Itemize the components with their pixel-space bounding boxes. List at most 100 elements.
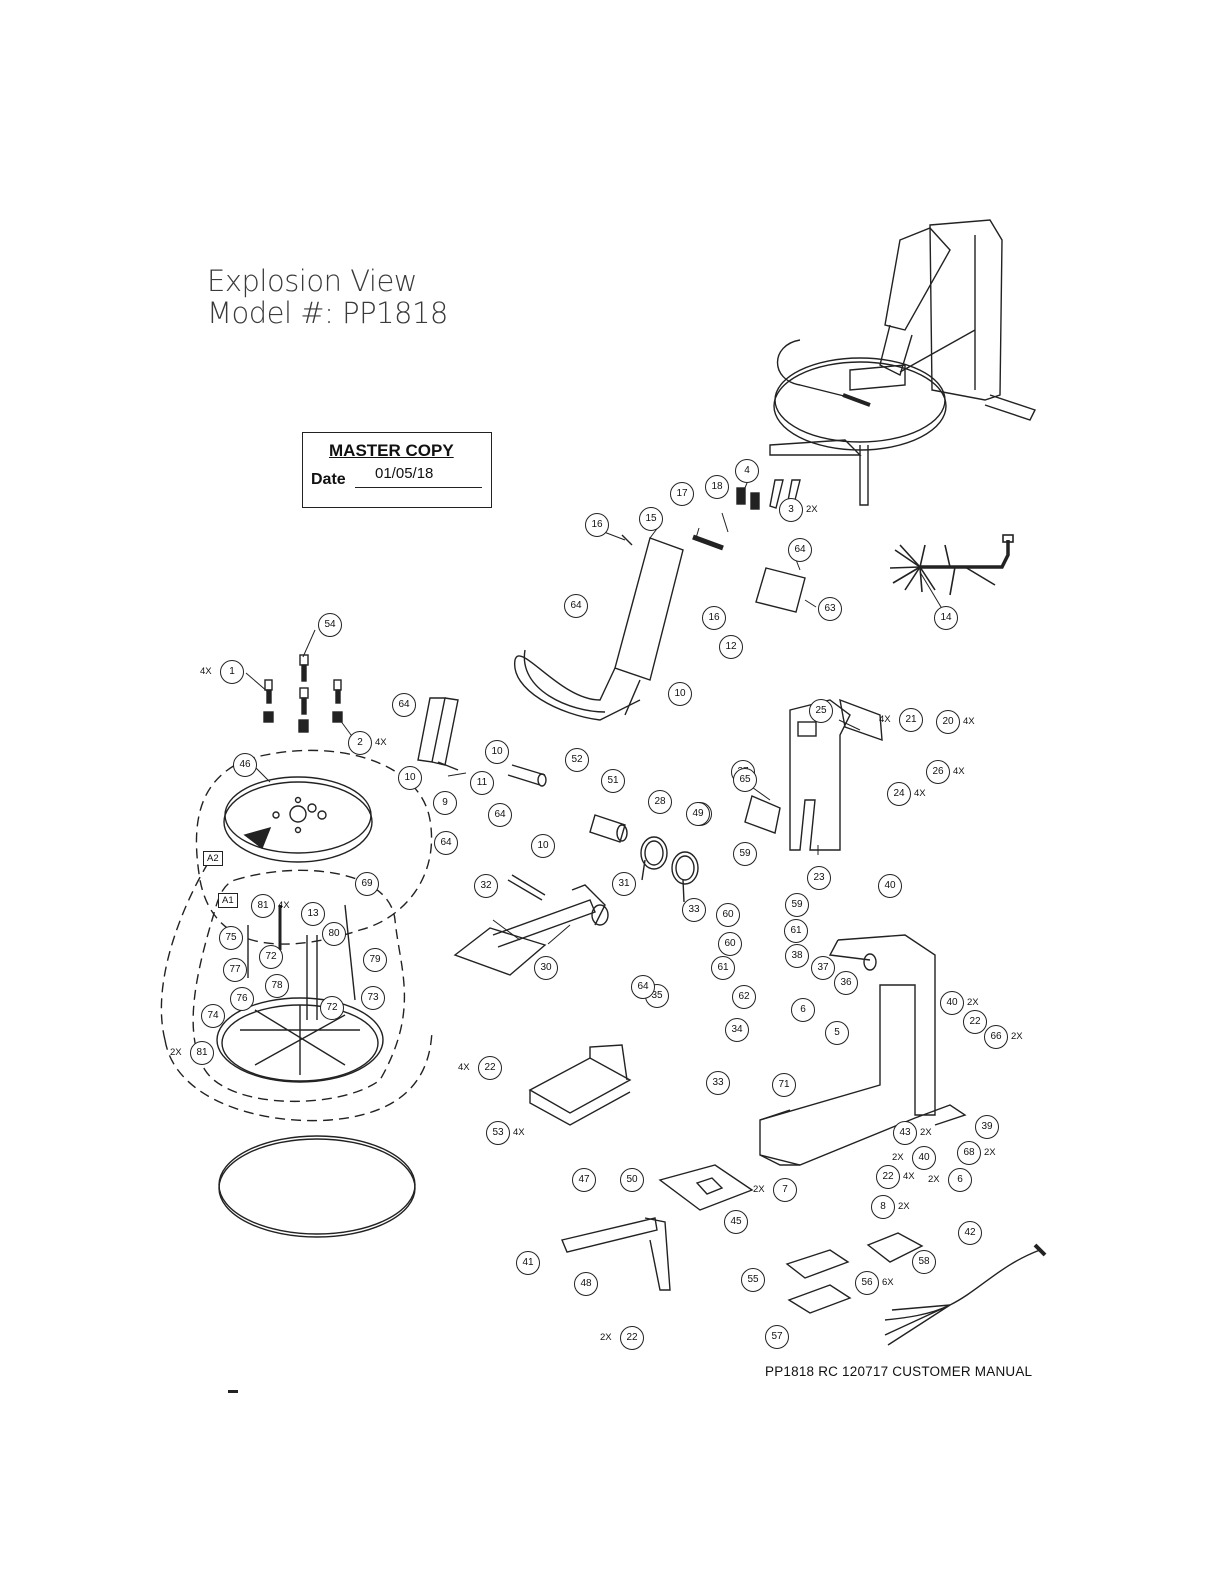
frame-39 xyxy=(759,934,967,1166)
callout-part-24: 24 xyxy=(887,782,911,806)
callout-part-22: 22 xyxy=(876,1165,900,1189)
callout-part-6: 6 xyxy=(948,1168,972,1192)
callout-part-64: 64 xyxy=(564,594,588,618)
callout-part-9: 9 xyxy=(433,791,457,815)
control-box-23 xyxy=(744,698,883,851)
callout-part-5: 5 xyxy=(825,1021,849,1045)
callout-quantity: 4X xyxy=(458,1062,470,1073)
callout-quantity: 2X xyxy=(920,1127,932,1138)
callout-part-57: 57 xyxy=(765,1325,789,1349)
callout-part-30: 30 xyxy=(534,956,558,980)
leader-lines xyxy=(245,482,945,945)
plate-49 xyxy=(658,1164,754,1211)
callout-quantity: 2X xyxy=(892,1152,904,1163)
callout-quantity: 2X xyxy=(967,997,979,1008)
callout-quantity: 2X xyxy=(753,1184,765,1195)
callout-part-22: 22 xyxy=(963,1010,987,1034)
title-line-explosion-view: Explosion View xyxy=(207,264,418,298)
callout-part-56: 56 xyxy=(855,1271,879,1295)
callout-part-22: 22 xyxy=(620,1326,644,1350)
callout-part-3: 3 xyxy=(779,498,803,522)
callout-part-18: 18 xyxy=(705,475,729,499)
callout-part-64: 64 xyxy=(788,538,812,562)
callout-part-1: 1 xyxy=(220,660,244,684)
callout-part-75: 75 xyxy=(219,926,243,950)
callout-part-59: 59 xyxy=(733,842,757,866)
callout-part-41: 41 xyxy=(516,1251,540,1275)
callout-part-2: 2 xyxy=(348,731,372,755)
rollers-springs-pins xyxy=(437,761,699,903)
callout-part-73: 73 xyxy=(361,986,385,1010)
stamp-date-underline xyxy=(355,487,482,488)
callout-part-64: 64 xyxy=(631,975,655,999)
bottom-disk xyxy=(218,1135,416,1235)
callout-quantity: 4X xyxy=(963,716,975,727)
callout-part-46: 46 xyxy=(233,753,257,777)
callout-part-33: 33 xyxy=(682,898,706,922)
callout-quantity: 2X xyxy=(898,1201,910,1212)
pins-and-pads xyxy=(621,479,801,551)
callout-part-21: 21 xyxy=(899,708,923,732)
callout-part-49: 49 xyxy=(686,802,710,826)
handle-assembly xyxy=(514,537,684,721)
callout-part-10: 10 xyxy=(398,766,422,790)
callout-part-68: 68 xyxy=(957,1141,981,1165)
callout-quantity: 4X xyxy=(903,1171,915,1182)
scan-mark xyxy=(228,1390,238,1393)
callout-part-58: 58 xyxy=(912,1250,936,1274)
callout-part-53: 53 xyxy=(486,1121,510,1145)
callout-quantity: 4X xyxy=(513,1127,525,1138)
callout-part-45: 45 xyxy=(724,1210,748,1234)
leg-46 xyxy=(561,1217,671,1291)
tray-52 xyxy=(528,1044,632,1126)
assembly-box-a1: A1 xyxy=(218,893,238,908)
callout-part-50: 50 xyxy=(620,1168,644,1192)
callout-quantity: 4X xyxy=(278,900,290,911)
callout-part-81: 81 xyxy=(190,1041,214,1065)
callout-part-8: 8 xyxy=(871,1195,895,1219)
stamp-heading: MASTER COPY xyxy=(329,441,454,460)
stamp-date-value: 01/05/18 xyxy=(375,465,434,482)
callout-part-61: 61 xyxy=(711,956,735,980)
callout-part-47: 47 xyxy=(572,1168,596,1192)
callout-quantity: 4X xyxy=(375,737,387,748)
wire-harness xyxy=(889,534,1014,596)
callout-part-54: 54 xyxy=(318,613,342,637)
callout-part-48: 48 xyxy=(574,1272,598,1296)
callout-part-76: 76 xyxy=(230,987,254,1011)
callout-part-77: 77 xyxy=(223,958,247,982)
callout-part-40: 40 xyxy=(878,874,902,898)
footer-document-id: PP1818 RC 120717 CUSTOMER MANUAL xyxy=(765,1364,1033,1379)
callout-quantity: 4X xyxy=(953,766,965,777)
plate-62 xyxy=(755,567,806,613)
platen-assembly-a2-a1 xyxy=(160,749,433,1122)
callout-part-71: 71 xyxy=(772,1073,796,1097)
callout-part-64: 64 xyxy=(392,693,416,717)
title-line-model-number: Model #: PP1818 xyxy=(207,296,448,330)
callout-part-10: 10 xyxy=(668,682,692,706)
callout-part-17: 17 xyxy=(670,482,694,506)
callout-quantity: 2X xyxy=(928,1174,940,1185)
assembly-box-a2: A2 xyxy=(203,851,223,866)
callout-part-31: 31 xyxy=(612,872,636,896)
plates-54-55-57 xyxy=(785,1232,924,1314)
power-cord-41 xyxy=(884,1243,1047,1346)
callout-part-16: 16 xyxy=(702,606,726,630)
callout-part-66: 66 xyxy=(984,1025,1008,1049)
callout-part-43: 43 xyxy=(893,1121,917,1145)
callout-quantity: 2X xyxy=(1011,1031,1023,1042)
callout-part-23: 23 xyxy=(807,866,831,890)
master-copy-stamp: MASTER COPY Date 01/05/18 xyxy=(302,432,492,508)
callout-part-52: 52 xyxy=(565,748,589,772)
callout-part-37: 37 xyxy=(811,956,835,980)
callout-part-33: 33 xyxy=(706,1071,730,1095)
callout-part-81: 81 xyxy=(251,894,275,918)
callout-quantity: 4X xyxy=(879,714,891,725)
callout-part-14: 14 xyxy=(934,606,958,630)
callout-part-25: 25 xyxy=(809,699,833,723)
callout-part-51: 51 xyxy=(601,769,625,793)
callout-part-34: 34 xyxy=(725,1018,749,1042)
callout-quantity: 2X xyxy=(600,1332,612,1343)
callout-part-78: 78 xyxy=(265,974,289,998)
callout-part-10: 10 xyxy=(531,834,555,858)
